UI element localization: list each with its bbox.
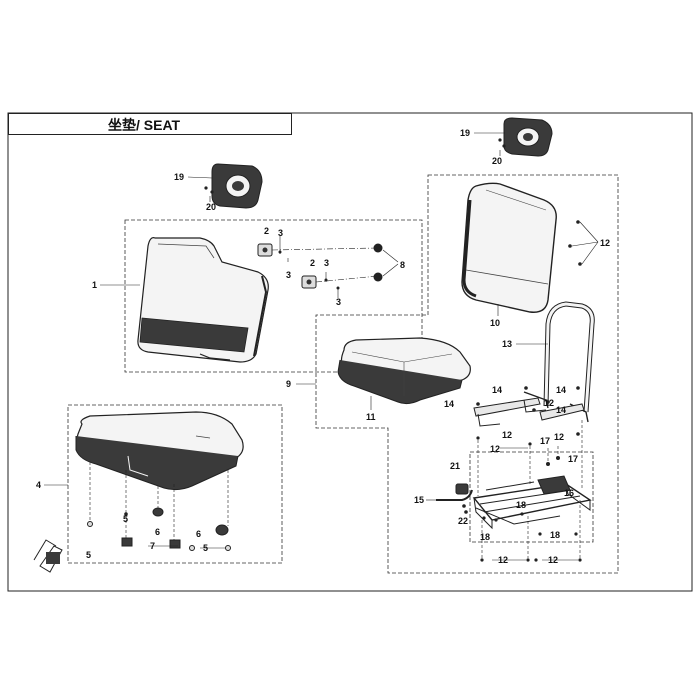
page-title: 坐垫/ SEAT [108, 117, 181, 133]
callout-19b: 19 [460, 128, 470, 138]
callout-14a: 14 [492, 385, 502, 395]
callout-12g: 12 [548, 555, 558, 565]
callout-14c: 14 [444, 399, 454, 409]
callout-18a: 18 [516, 500, 526, 510]
callout-12c: 12 [502, 430, 512, 440]
callout-12a: 12 [600, 238, 610, 248]
callout-12e: 12 [490, 444, 500, 454]
callout-14b: 14 [556, 385, 566, 395]
callout-16: 16 [564, 488, 574, 498]
callout-7: 7 [150, 541, 155, 551]
backrest-screws [568, 220, 599, 266]
backrest-part [461, 182, 557, 313]
seat-assembly-group-box [315, 174, 619, 574]
nuts [373, 243, 399, 282]
callout-18c: 18 [550, 530, 560, 540]
callout-22: 22 [458, 516, 468, 526]
callout-1: 1 [92, 280, 97, 290]
callout-12b: 12 [544, 398, 554, 408]
callout-labels: 1 2 2 3 3 3 3 4 5 5 5 6 6 7 8 9 10 11 12… [36, 128, 610, 565]
lower-cushion-part [75, 411, 244, 491]
lower-cushion-group-box [67, 404, 283, 564]
seat-back-part [137, 237, 269, 363]
callout-3a: 3 [278, 228, 283, 238]
lower-cushion-hardware [87, 462, 231, 551]
callout-3b: 3 [286, 270, 291, 280]
callout-14d: 14 [556, 405, 566, 415]
callout-5a: 5 [86, 550, 91, 560]
mount-brackets [473, 386, 585, 436]
callout-10: 10 [490, 318, 500, 328]
slider-screws [476, 420, 583, 562]
callout-5b: 5 [123, 514, 128, 524]
front-arrow-icon [33, 539, 63, 573]
group-boxes [67, 174, 619, 574]
callout-2a: 2 [264, 226, 269, 236]
hinge-brackets [257, 236, 379, 298]
seat-slider-assembly [472, 446, 592, 530]
seat-cushion-part [337, 337, 471, 405]
headrest-right [474, 117, 553, 157]
slider-group-box [469, 451, 594, 543]
outer-border [7, 112, 693, 592]
callout-3c: 3 [324, 258, 329, 268]
callout-5c: 5 [203, 543, 208, 553]
callout-11: 11 [366, 412, 376, 422]
callout-15: 15 [414, 495, 424, 505]
callout-19a: 19 [174, 172, 184, 182]
callout-12d: 12 [554, 432, 564, 442]
leader-lines [44, 284, 578, 561]
callout-6b: 6 [196, 529, 201, 539]
callout-9: 9 [286, 379, 291, 389]
callout-20b: 20 [492, 156, 502, 166]
callout-21: 21 [450, 461, 460, 471]
callout-3d: 3 [336, 297, 341, 307]
seat-back-group-box [124, 219, 423, 373]
callout-4: 4 [36, 480, 41, 490]
callout-12f: 12 [498, 555, 508, 565]
callout-2b: 2 [310, 258, 315, 268]
callout-17a: 17 [540, 436, 550, 446]
adjust-lever [436, 483, 473, 514]
callout-8: 8 [400, 260, 405, 270]
callout-18b: 18 [480, 532, 490, 542]
callout-17b: 17 [568, 454, 578, 464]
callout-6a: 6 [155, 527, 160, 537]
headrest-left [187, 163, 263, 209]
callout-20a: 20 [206, 202, 216, 212]
callout-13: 13 [502, 339, 512, 349]
